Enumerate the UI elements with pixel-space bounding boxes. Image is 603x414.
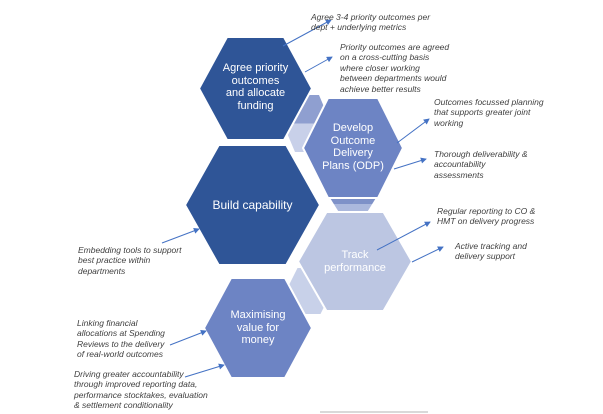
- arrow-deliverability: [393, 157, 427, 170]
- hexagon-track-performance: [296, 211, 414, 312]
- arrow-active-tracking: [411, 246, 444, 263]
- arrow-regular-reporting: [376, 221, 431, 251]
- hexagon-develop-odp: [301, 97, 405, 199]
- hexagon-agree-priority-outcomes: [197, 36, 314, 141]
- hexagon-maximising-value: [202, 277, 314, 379]
- hexagon-build-capability: [183, 144, 322, 266]
- arrow-linking-financial: [169, 330, 207, 346]
- arrow-embedding-tools: [161, 227, 200, 244]
- arrow-cross-cutting: [304, 56, 333, 73]
- arrow-driving-accountability: [184, 363, 225, 378]
- arrow-outcomes-planning: [396, 118, 430, 144]
- arrow-agree-metrics: [282, 19, 332, 47]
